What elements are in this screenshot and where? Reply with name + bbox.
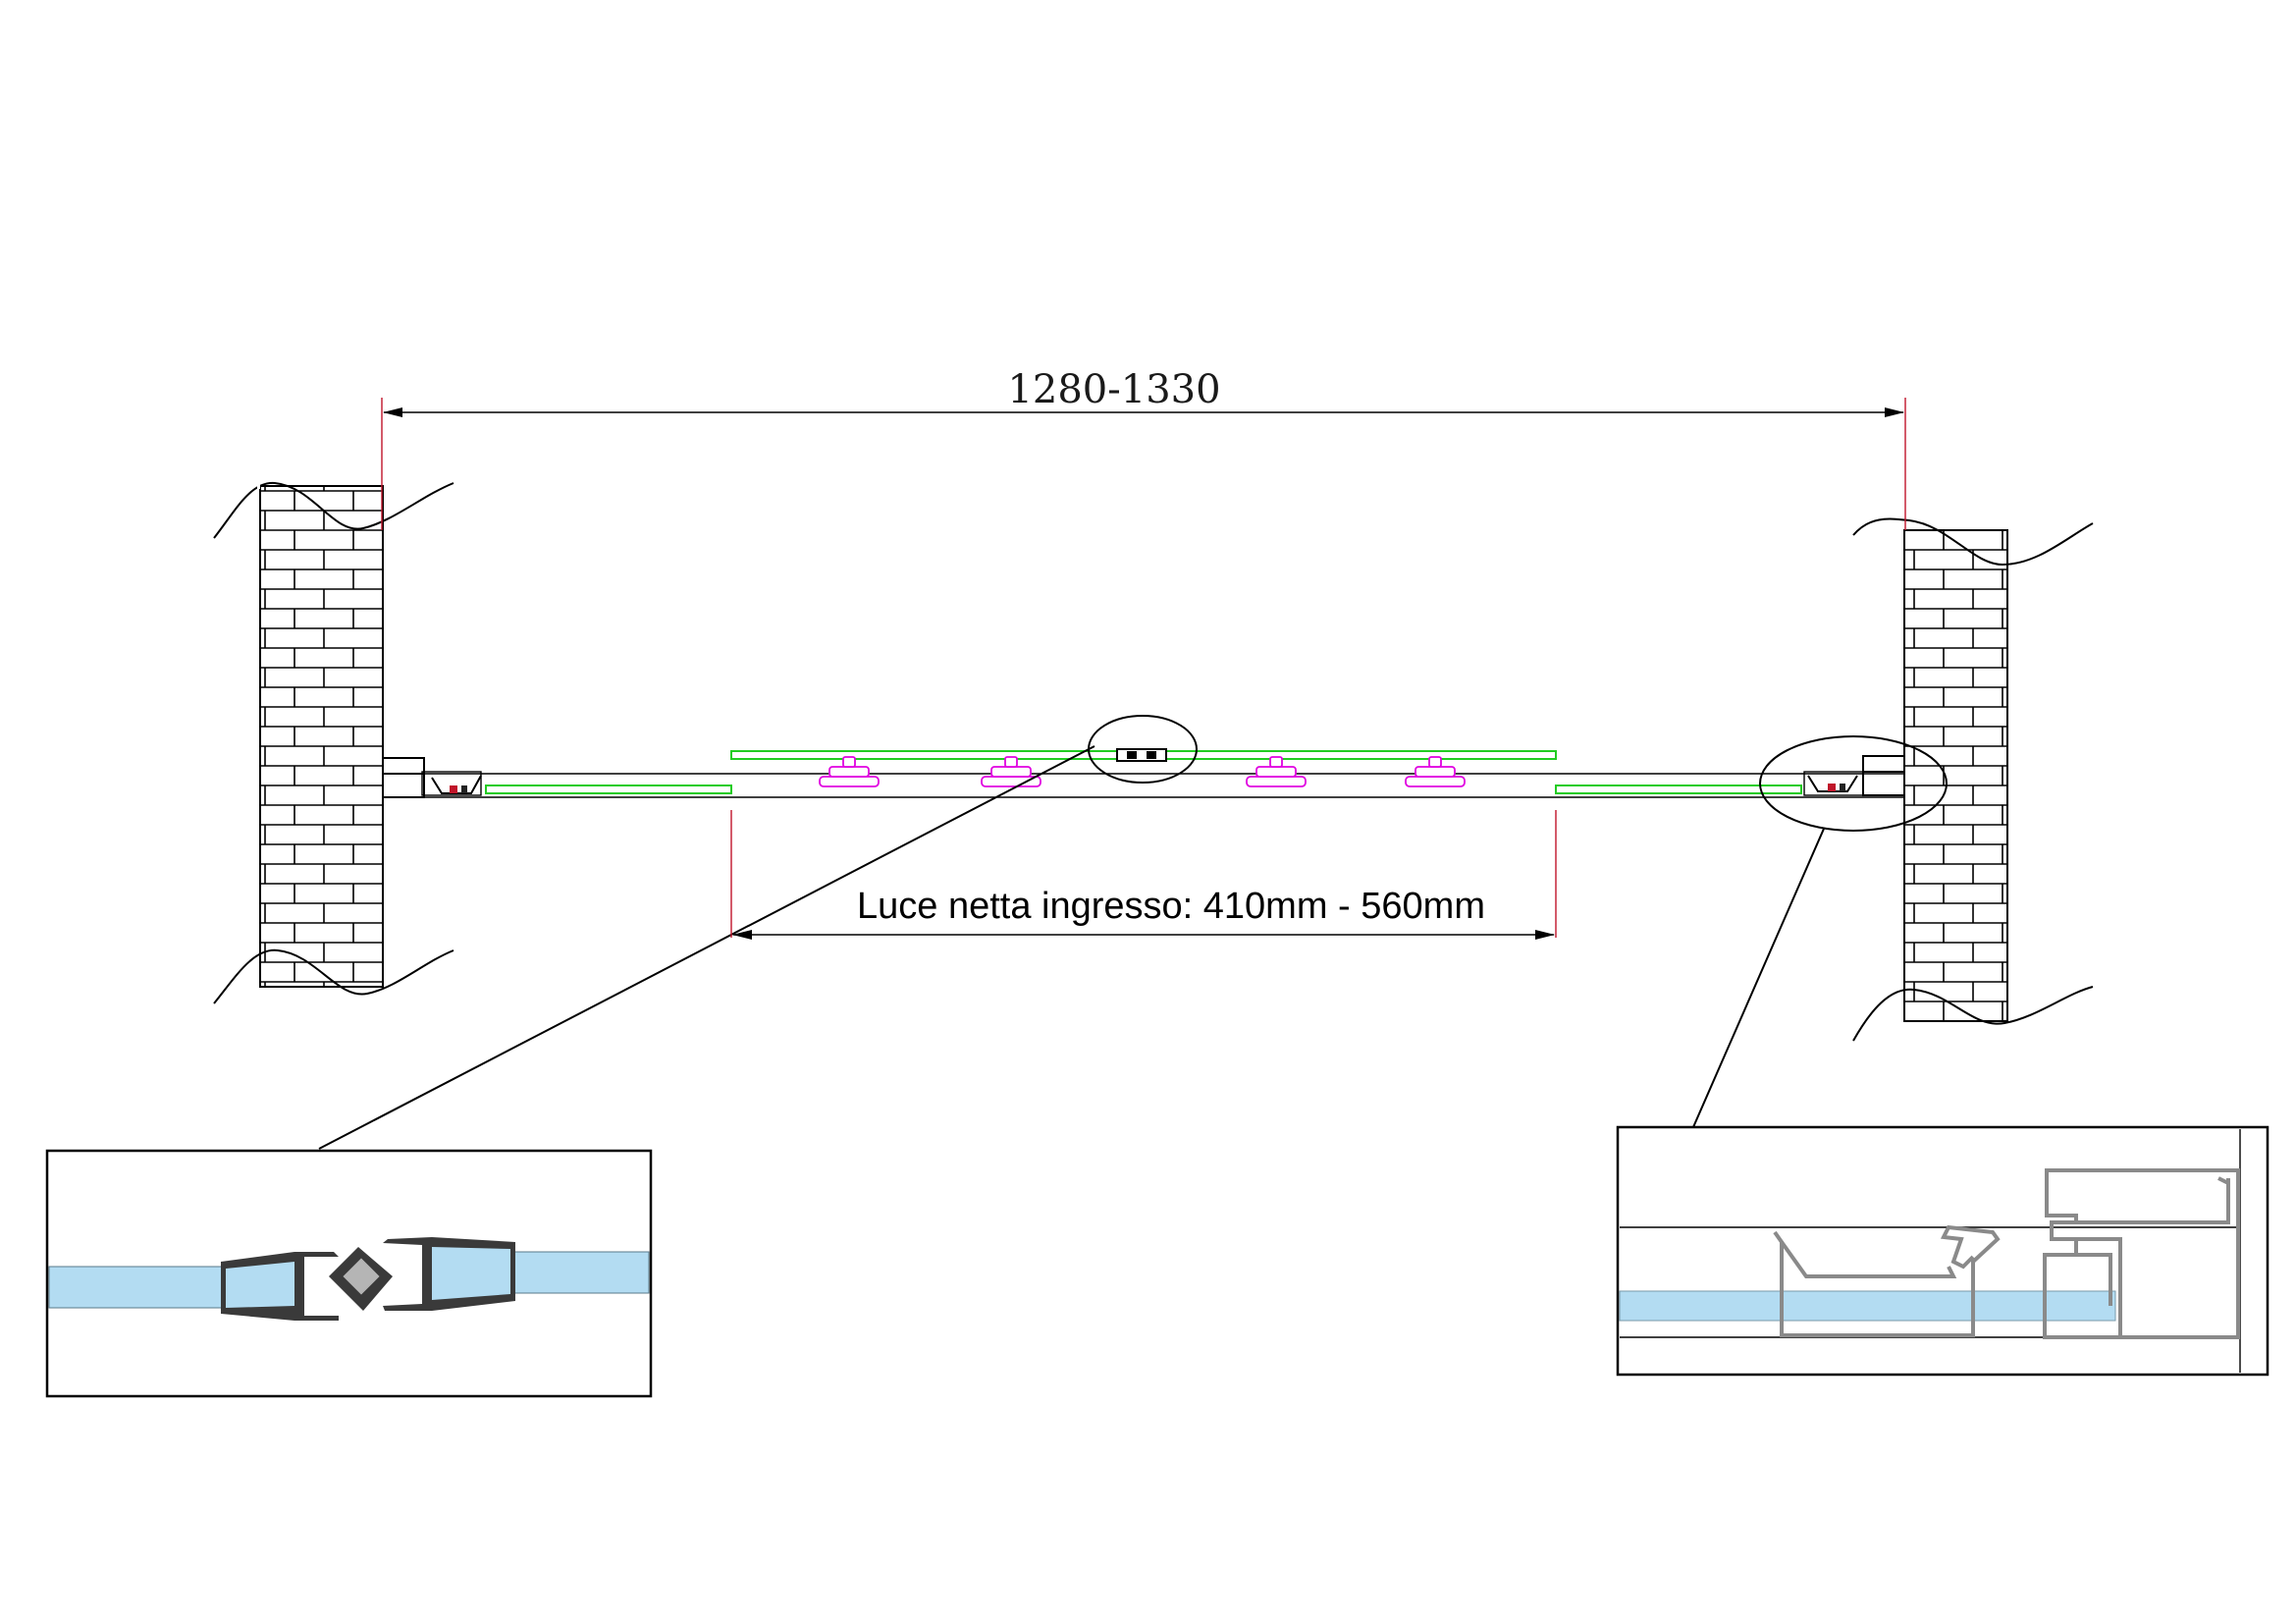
door-assembly — [318, 715, 1948, 1150]
opening-dimension: Luce netta ingresso: 410mm - 560mm — [730, 810, 1557, 940]
right-wall-profile — [1803, 755, 1905, 796]
center-seal — [1116, 748, 1167, 762]
overall-dimension: 1280-1330 — [381, 367, 1906, 530]
left-wall-profile — [382, 757, 482, 798]
fixed-glass-right — [1555, 784, 1802, 794]
roller-2 — [981, 756, 1041, 787]
left-wall-break-bottom — [213, 948, 454, 1004]
left-wall-break-top — [213, 481, 454, 539]
left-wall-bricks — [259, 485, 384, 988]
detail-glass-panel — [1619, 1290, 2116, 1322]
sliding-glass-right — [1143, 750, 1557, 760]
roller-1 — [819, 756, 880, 787]
right-wall — [1852, 517, 2094, 1042]
right-wall-break-top — [1852, 517, 2094, 567]
magnet-core — [340, 1255, 383, 1298]
left-wall — [213, 450, 454, 1004]
leader-right — [1692, 828, 1825, 1128]
callout-circle-right — [1759, 735, 1948, 832]
magnetic-seal-detail — [45, 1149, 653, 1398]
right-wall-break-bottom — [1852, 986, 2094, 1042]
opening-dimension-label: Luce netta ingresso: 410mm - 560mm — [857, 886, 1485, 927]
right-wall-bricks — [1903, 529, 2008, 1022]
leader-left — [318, 745, 1095, 1150]
track-profile — [1773, 1224, 2001, 1337]
roller-4 — [1405, 756, 1466, 787]
overall-dimension-label: 1280-1330 — [1007, 367, 1220, 412]
fixed-glass-left — [485, 784, 732, 794]
roller-3 — [1246, 756, 1307, 787]
wall-profile-detail — [1616, 1125, 2269, 1377]
